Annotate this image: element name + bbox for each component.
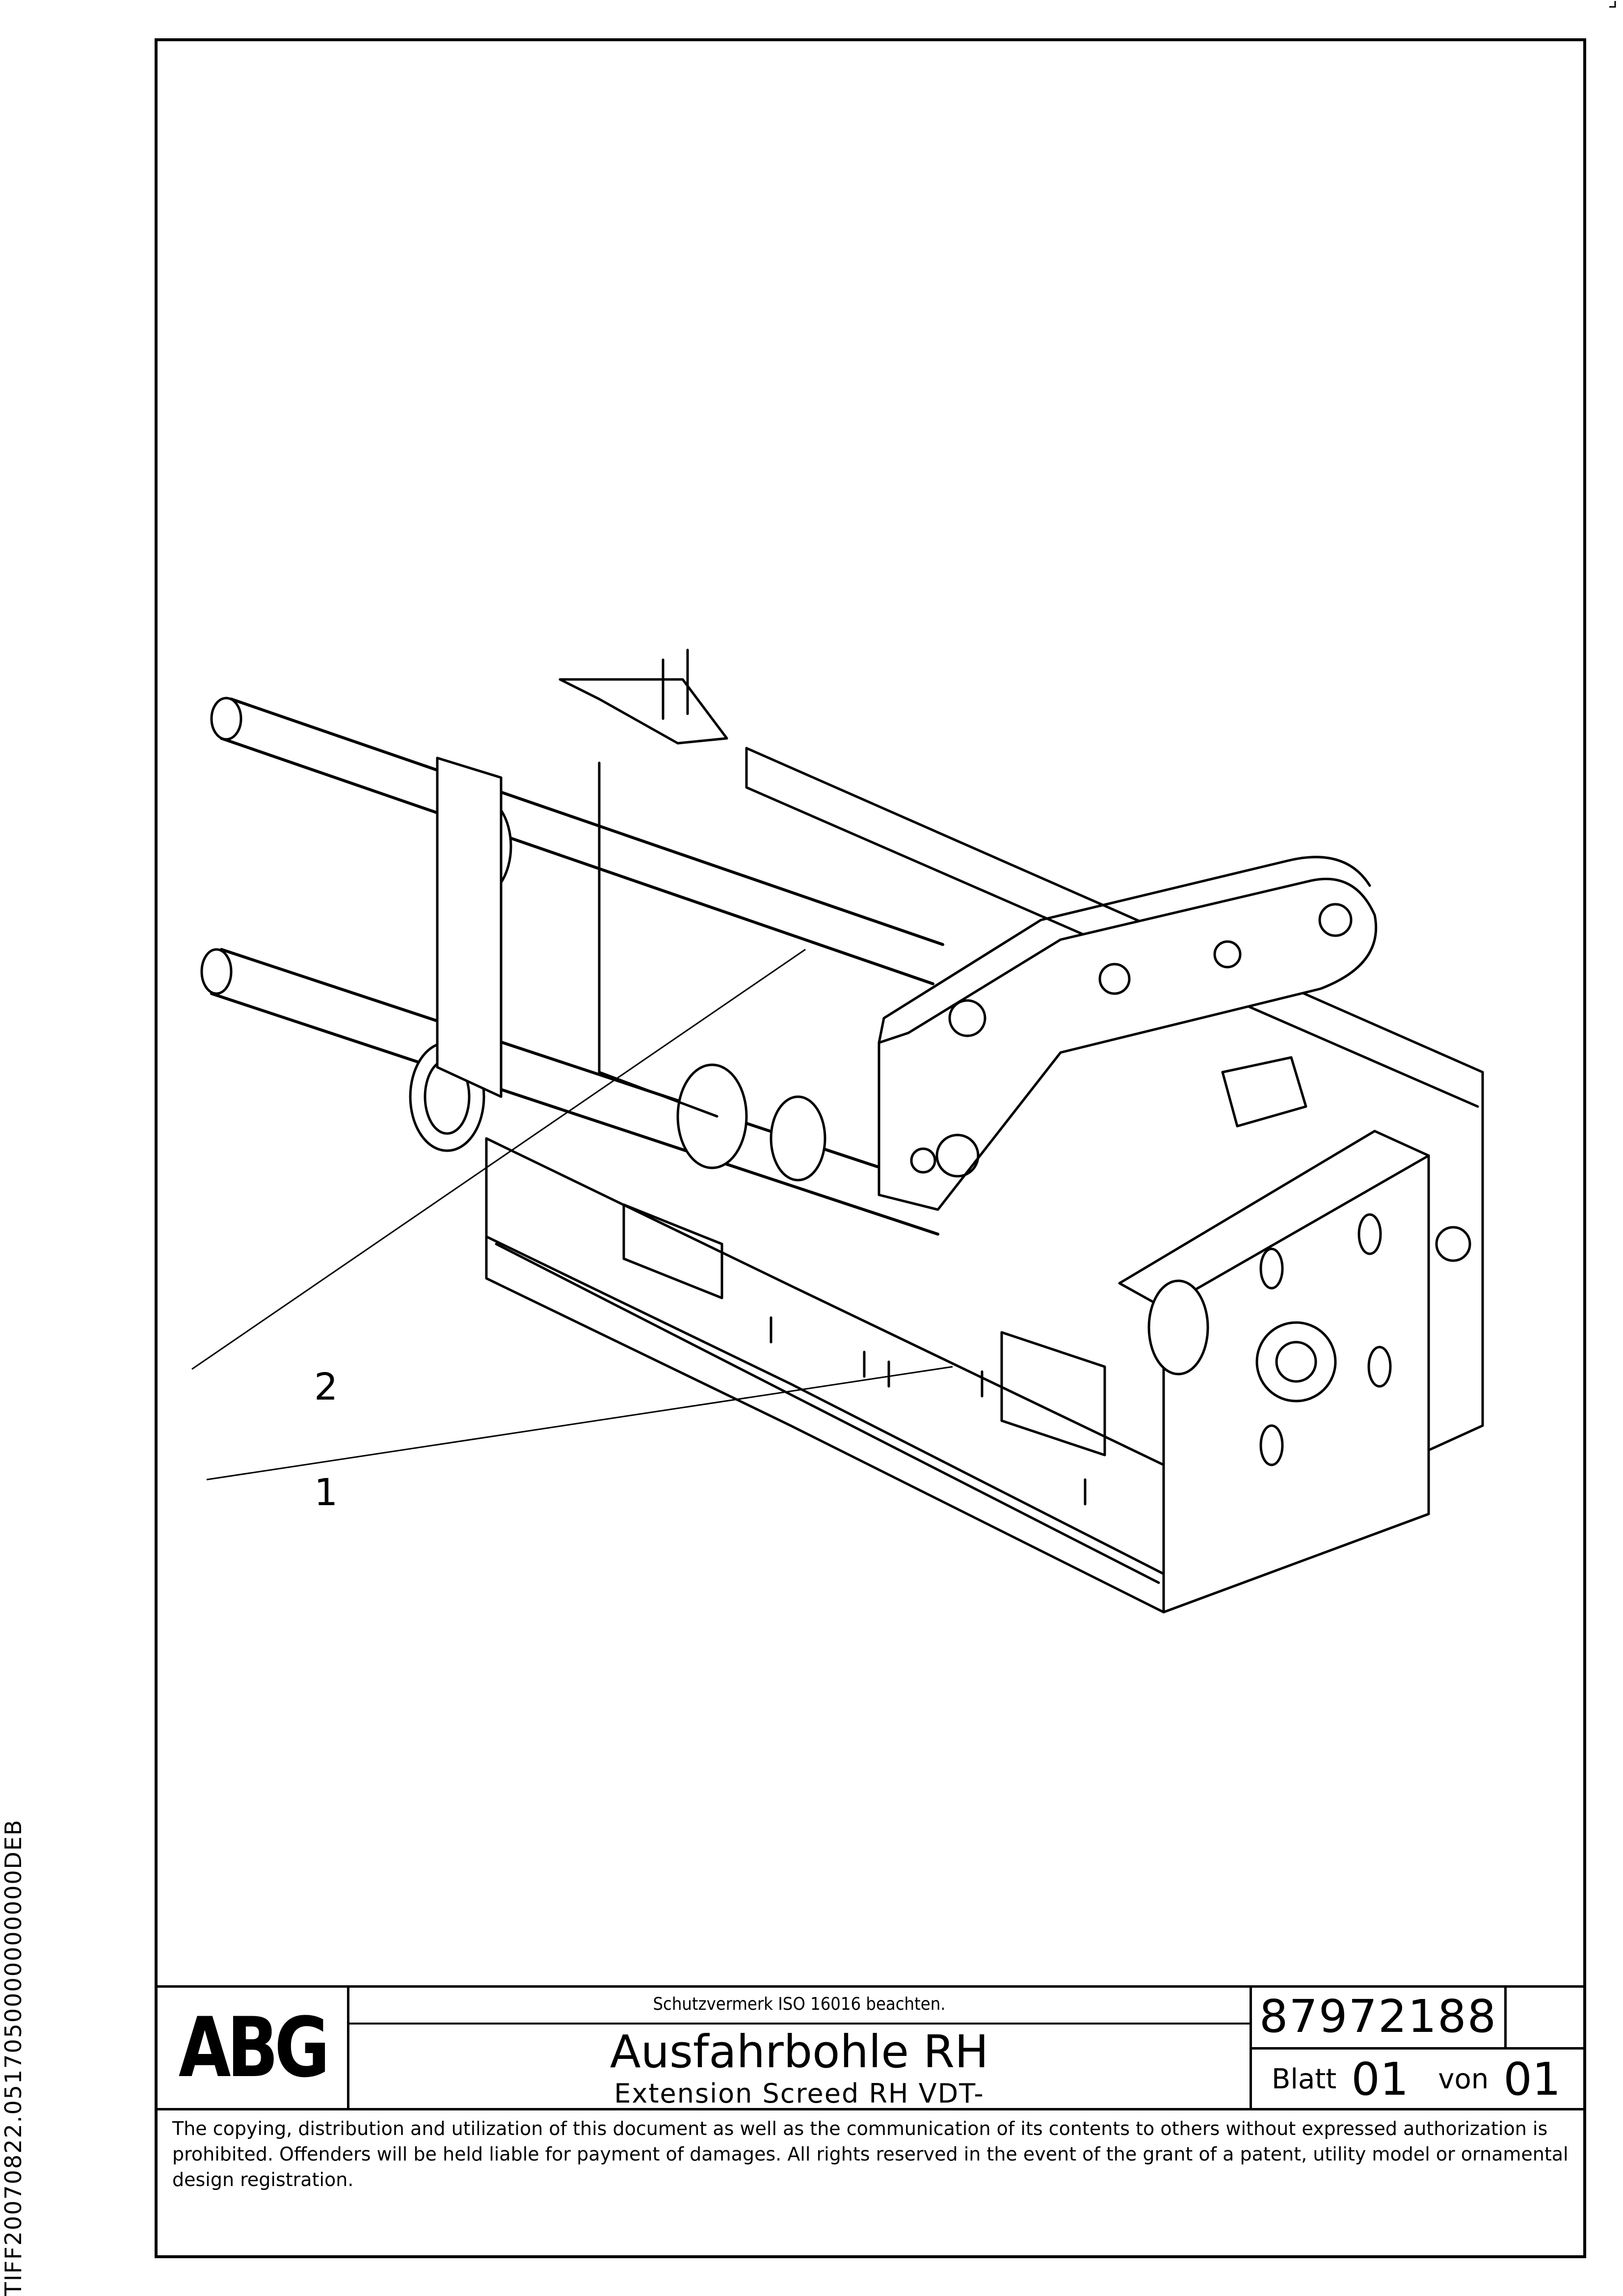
of-number: 01	[1503, 2053, 1561, 2106]
callout-1: 1	[314, 1470, 338, 1514]
of-label: von	[1438, 2063, 1489, 2095]
document-number: 87972188	[1259, 1990, 1497, 2043]
title-block-divider	[1504, 1985, 1507, 2047]
extension-screed-illustration	[191, 648, 1484, 1614]
title-block-top-border	[158, 1985, 1583, 1988]
sheet-number: 01	[1351, 2053, 1409, 2106]
side-reference-code: TIFF20070822.0517050000000000DEB	[0, 1819, 27, 2296]
corner-mark	[1609, 1, 1616, 8]
title-block-divider	[347, 1985, 349, 2109]
sheet-info: Blatt 01 von 01	[1252, 2049, 1583, 2109]
protection-note: Schutzvermerk ISO 16016 beachten.	[653, 1994, 946, 2014]
drawing-title-german: Ausfahrbohle RH	[610, 2025, 989, 2078]
callout-2: 2	[314, 1365, 338, 1408]
drawing-title-english: Extension Screed RH VDT-	[614, 2078, 984, 2109]
leader-line-2	[191, 948, 806, 1370]
title-block-bottom-border	[158, 2108, 1583, 2110]
title-block: ABG Schutzvermerk ISO 16016 beachten. Au…	[158, 1985, 1583, 2110]
sheet-label: Blatt	[1272, 2063, 1337, 2095]
drawing-frame	[155, 38, 1586, 2258]
logo-text: ABG	[178, 1999, 330, 2096]
copyright-notice: The copying, distribution and utilizatio…	[172, 2118, 1569, 2190]
title-block-divider	[1250, 2047, 1583, 2050]
title-block-divider	[347, 2023, 1250, 2025]
technical-drawing	[158, 41, 1583, 1985]
company-logo: ABG	[158, 1985, 347, 2109]
leader-line-1	[206, 1366, 953, 1481]
